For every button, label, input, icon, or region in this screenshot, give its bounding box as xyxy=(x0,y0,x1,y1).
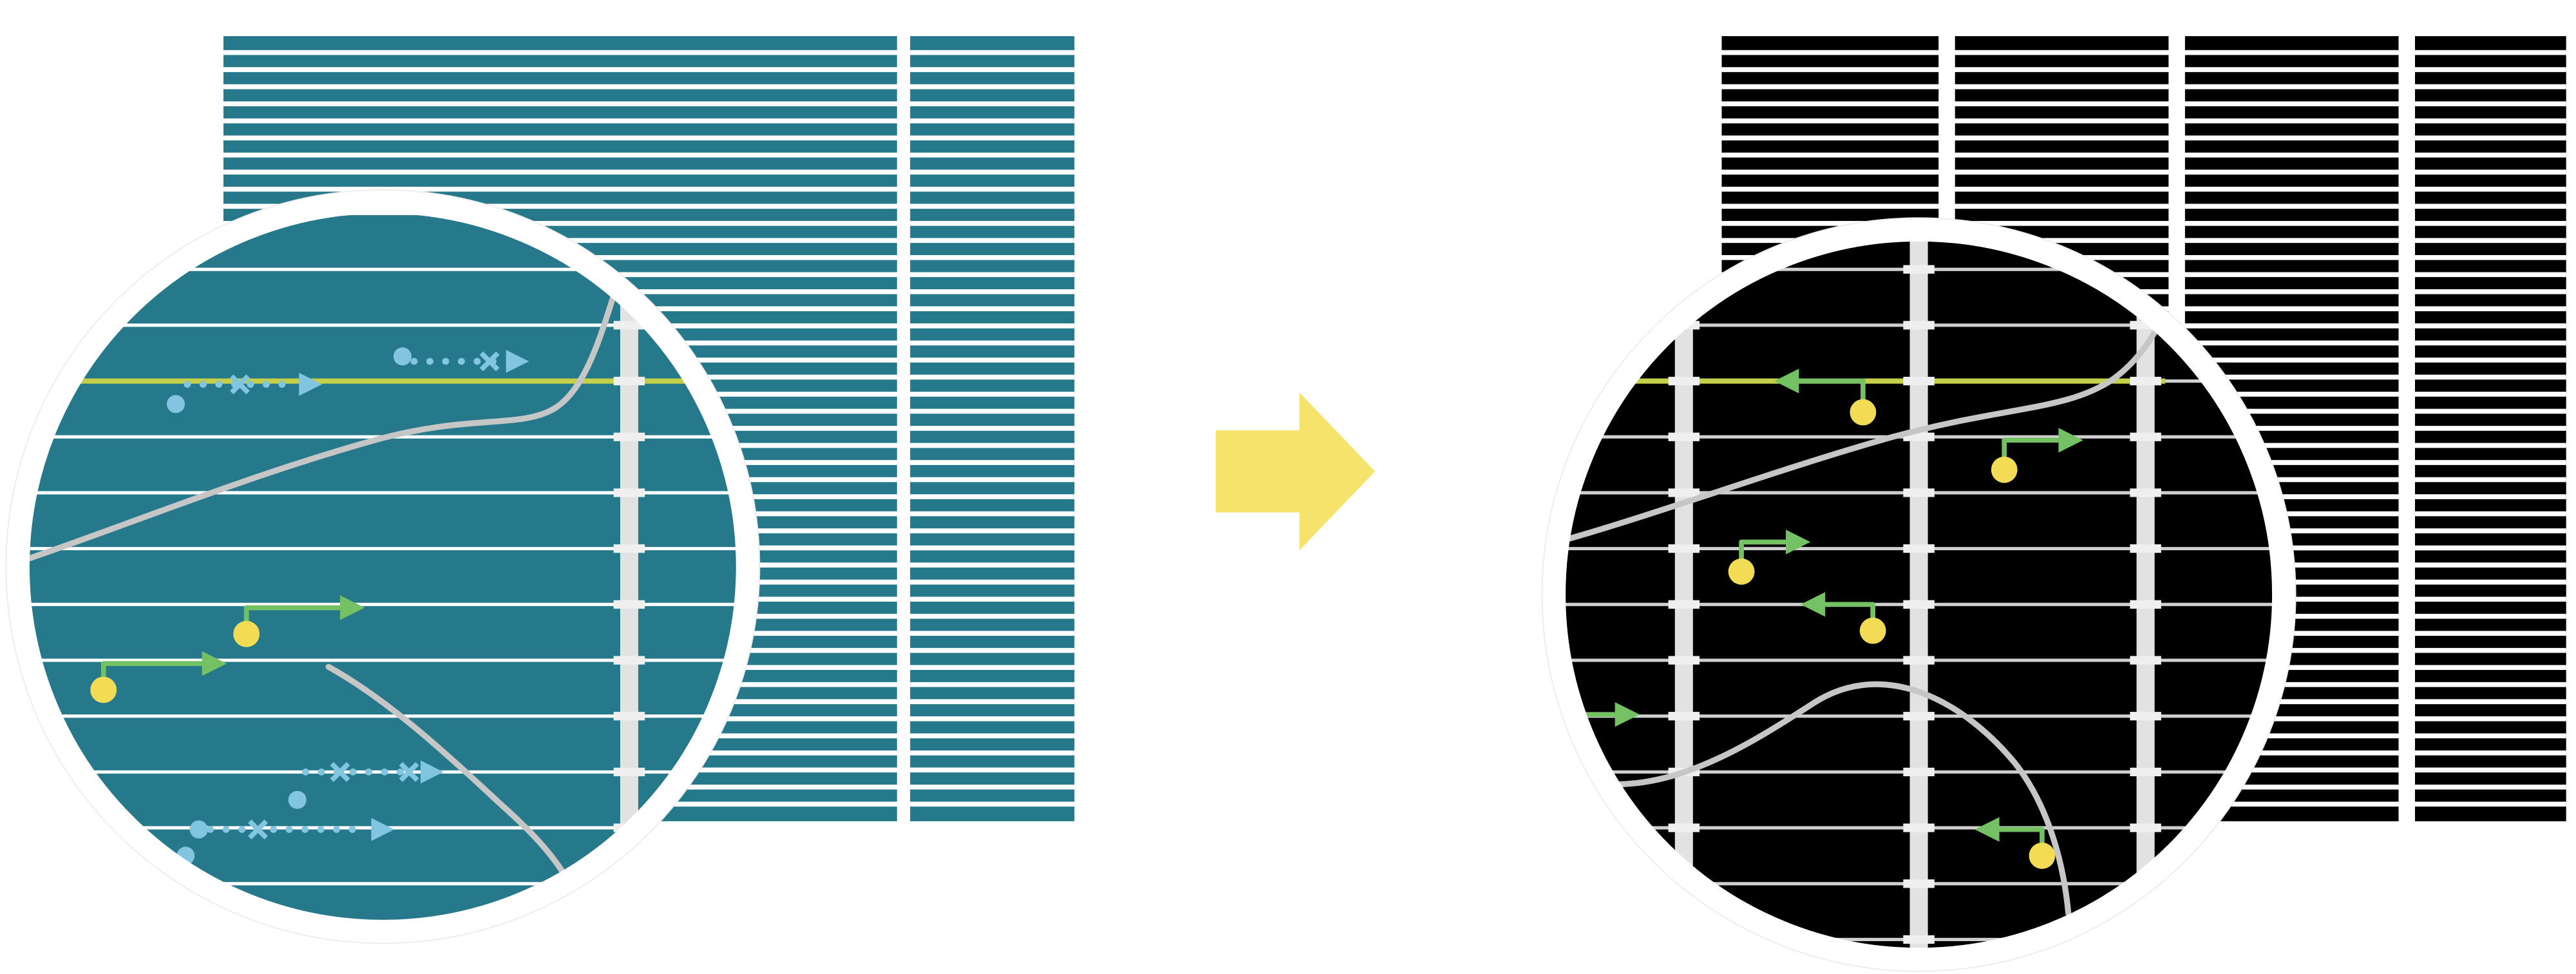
electron-arrowhead-icon xyxy=(371,817,395,841)
carrier-dot xyxy=(1991,456,2018,483)
recombination-x-mark xyxy=(248,819,268,840)
busbar-pad xyxy=(1668,544,1700,553)
carrier-arrowhead-icon xyxy=(1800,592,1826,617)
grain-boundary-line xyxy=(18,253,629,568)
grain-boundary-line xyxy=(325,664,583,906)
busbar-pad xyxy=(1668,823,1700,832)
busbar-pad xyxy=(613,544,645,553)
busbar-pad xyxy=(1668,432,1700,441)
grain-boundary-line xyxy=(1554,302,2172,546)
busbar-pad xyxy=(613,321,645,330)
carrier-dot xyxy=(1859,617,1886,644)
carrier-arrowhead-icon xyxy=(202,651,227,676)
busbar-pad xyxy=(613,432,645,441)
electron-arrowhead-icon xyxy=(506,350,529,373)
carrier-dot xyxy=(233,620,260,647)
carrier-dot xyxy=(1850,399,1877,426)
busbar-pad xyxy=(2130,712,2161,721)
busbar-pad xyxy=(1903,712,1935,721)
busbar-pad xyxy=(1668,488,1700,497)
busbar-pad xyxy=(1903,600,1935,609)
busbar-pad xyxy=(2130,600,2161,609)
right-magnifier-inset xyxy=(1541,209,2297,972)
electron-arrowhead-icon xyxy=(299,372,322,396)
busbar-pad xyxy=(1668,935,1700,944)
recombination-x-mark xyxy=(229,374,250,395)
right-block-arrow-icon xyxy=(1215,392,1376,551)
electron-arrowhead-icon xyxy=(421,760,444,784)
busbar-pad xyxy=(2130,767,2161,777)
busbar-pad xyxy=(1903,823,1935,832)
electron-dot xyxy=(393,347,412,366)
carrier-arrowhead-icon xyxy=(340,595,365,620)
busbar-pad xyxy=(2130,376,2161,386)
carrier-arrowhead-icon xyxy=(1615,702,1640,727)
carrier-arrowhead-icon xyxy=(1774,368,1799,394)
busbar-pad xyxy=(1669,209,1700,218)
busbar-pad xyxy=(1668,656,1700,665)
busbar-pad xyxy=(613,712,645,721)
recombination-x-mark xyxy=(399,761,419,782)
grain-boundary-line xyxy=(1554,681,2072,917)
busbar-pad xyxy=(1903,544,1935,553)
busbar-pad xyxy=(613,488,645,497)
electron-dot xyxy=(288,790,307,809)
busbar-pad xyxy=(1903,656,1935,665)
carrier-arrowhead-icon xyxy=(1785,530,1811,555)
carrier-arrowhead-icon xyxy=(1975,817,2000,842)
busbar-pad xyxy=(2130,935,2161,944)
electron-dot xyxy=(166,395,185,414)
lens-ring xyxy=(6,190,759,943)
busbar-pad xyxy=(1668,376,1700,386)
recombination-x-mark xyxy=(479,351,500,372)
busbar-pad xyxy=(1903,488,1935,497)
transition-arrow-group xyxy=(1215,392,1376,551)
busbar-pad xyxy=(1903,879,1935,888)
busbar-pad xyxy=(613,879,645,888)
busbar-pad xyxy=(1903,376,1935,386)
busbar-pad xyxy=(2130,823,2161,832)
busbar-pad xyxy=(613,376,645,386)
busbar-pad xyxy=(1668,265,1700,274)
busbar-pad xyxy=(1668,712,1700,721)
electron-dot xyxy=(189,820,208,839)
carrier-dot xyxy=(90,676,117,703)
busbar-pad xyxy=(1668,600,1700,609)
carrier-arrowhead-icon xyxy=(2058,428,2083,453)
busbar-pad xyxy=(2130,544,2161,553)
busbar-pad xyxy=(1903,265,1935,274)
lens-ring xyxy=(1542,218,2295,971)
busbar-pad xyxy=(1903,321,1935,330)
carrier-dot xyxy=(2029,843,2056,869)
busbar xyxy=(1674,229,1693,960)
recombination-x-mark xyxy=(330,761,350,782)
busbar-pad xyxy=(2130,656,2161,665)
busbar-pad xyxy=(2130,432,2161,441)
busbar-pad xyxy=(613,656,645,665)
busbar-pad xyxy=(2130,488,2161,497)
busbar-pad xyxy=(613,767,645,777)
busbar-pad xyxy=(1903,935,1935,944)
busbar xyxy=(1909,229,1928,960)
busbar-pad xyxy=(613,600,645,609)
left-magnifier-inset xyxy=(5,189,761,944)
carrier-dot xyxy=(1728,558,1755,585)
busbar-pad xyxy=(1903,767,1935,777)
